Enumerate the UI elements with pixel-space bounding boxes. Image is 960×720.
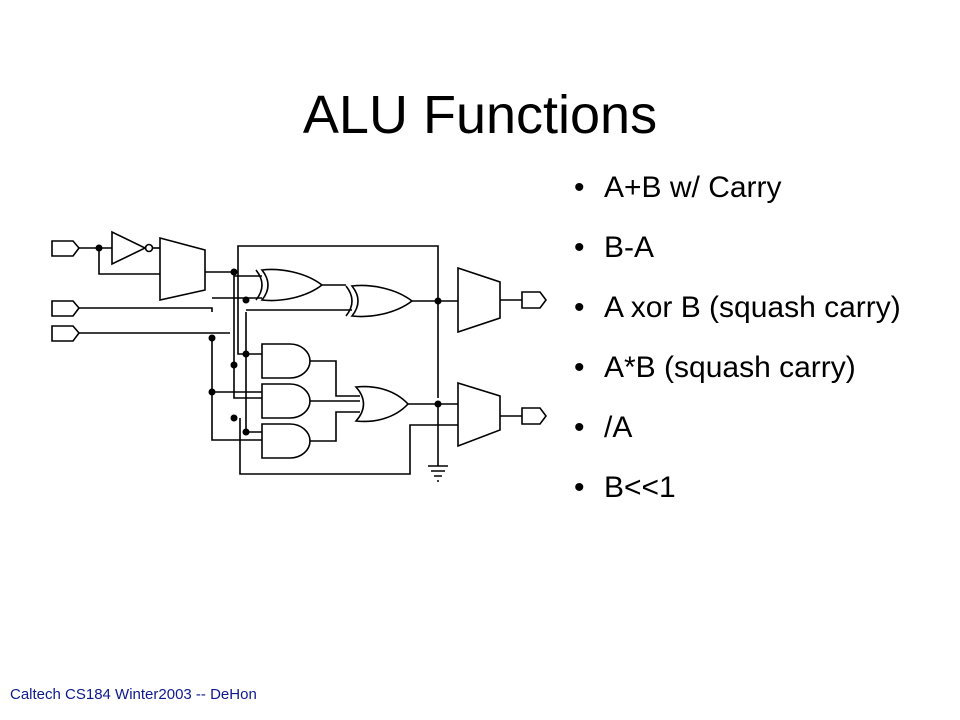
- inverter-gate: [111, 230, 147, 266]
- bullet-item: A*B (squash carry): [574, 350, 954, 385]
- mux-select-wire: [239, 418, 458, 475]
- bullet-item: A+B w/ Carry: [574, 170, 954, 205]
- wire-inverter-bypass: [98, 248, 160, 275]
- xor-gate-2: [350, 284, 414, 318]
- bullet-item: A xor B (squash carry): [574, 290, 954, 325]
- junction-mux-b: [230, 361, 238, 369]
- bullet-item: B<<1: [574, 470, 954, 505]
- junction-mux-a: [230, 268, 238, 276]
- bullet-item: /A: [574, 410, 954, 445]
- ground-symbol: [428, 465, 448, 482]
- or-gate: [354, 385, 410, 423]
- output-port-2: [521, 407, 547, 425]
- and-1-in: [211, 336, 262, 441]
- mux-out-wire: [205, 271, 262, 399]
- and-gate-2: [261, 383, 311, 419]
- xor-gate-1-back: [255, 269, 263, 301]
- junction-and-6: [230, 414, 238, 422]
- output-mux-1: [457, 266, 501, 334]
- and-gate-1: [261, 343, 311, 379]
- and-1-out: [310, 360, 360, 397]
- output-mux-2: [457, 381, 501, 448]
- and-2-in: [245, 312, 262, 433]
- xor-gate-2-back: [345, 285, 353, 317]
- inverter-bubble: [144, 243, 154, 253]
- junction-and-4: [242, 428, 250, 436]
- input-port-1: [51, 240, 81, 257]
- bullet-item: B-A: [574, 230, 954, 265]
- input-port-3: [51, 325, 81, 342]
- and-3-out: [310, 411, 360, 442]
- footer-credit: Caltech CS184 Winter2003 -- DeHon: [10, 686, 257, 703]
- input-port-2: [51, 300, 81, 317]
- carry-wire-top: [237, 245, 439, 398]
- junction-and-2: [208, 388, 216, 396]
- carry-wire-left: [237, 298, 262, 355]
- junction-and-1: [208, 334, 216, 342]
- xor-gate-1: [260, 268, 324, 302]
- input-mux: [159, 236, 206, 301]
- bullet-list: A+B w/ Carry B-A A xor B (squash carry) …: [574, 170, 954, 530]
- input-wire-2: [79, 307, 213, 312]
- junction-and-3: [242, 350, 250, 358]
- junction-xor-out: [434, 297, 442, 305]
- and-gate-3: [261, 423, 311, 459]
- junction-and-5: [242, 296, 250, 304]
- output-port-1: [521, 291, 547, 309]
- slide-title: ALU Functions: [302, 85, 658, 145]
